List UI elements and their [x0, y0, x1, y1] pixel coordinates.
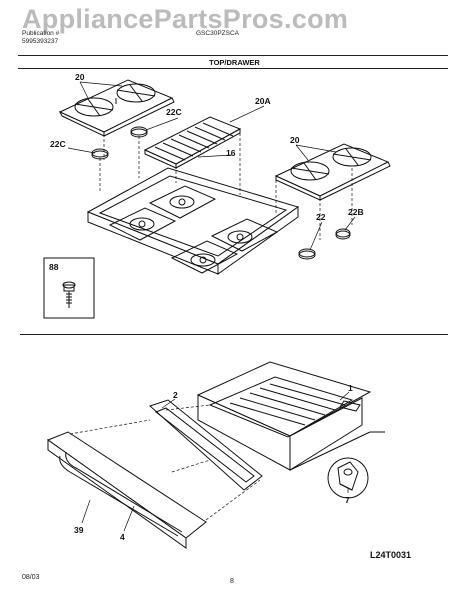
label-20-right: 20 [290, 135, 300, 145]
title-rule [18, 68, 448, 69]
label-39: 39 [74, 525, 84, 535]
footer-page-number: 8 [230, 578, 234, 585]
label-22c-lower: 22C [50, 139, 66, 149]
label-20a: 20A [255, 96, 271, 106]
drawer-body-1 [196, 361, 385, 471]
publication-number: 5995393237 [22, 38, 59, 45]
label-4: 4 [120, 532, 125, 542]
label-16: 16 [226, 148, 236, 158]
burner-cap-22 [298, 250, 316, 260]
burner-cap-22b [335, 230, 351, 240]
header-rule [18, 55, 448, 56]
label-88: 88 [49, 262, 59, 272]
label-22c-upper: 22C [166, 107, 182, 117]
footer-date: 08/03 [22, 574, 40, 581]
burner-cap-22c-upper [130, 128, 148, 138]
section-divider [20, 334, 448, 335]
model-number: GSC30PZSCA [196, 30, 239, 37]
clip-7 [337, 461, 359, 491]
drawer-panel-2 [149, 399, 263, 491]
label-20-left: 20 [75, 72, 85, 82]
section-title: TOP/DRAWER [209, 58, 260, 67]
label-7: 7 [345, 495, 350, 505]
publication-label: Publication # [22, 30, 60, 37]
burner-cap-22c-lower [91, 150, 109, 160]
illustration-code: L24T0031 [370, 550, 412, 560]
label-1: 1 [348, 383, 353, 393]
cooktop-16 [86, 167, 300, 275]
label-22b: 22B [348, 207, 364, 217]
grate-right-pair [274, 143, 391, 201]
label-2: 2 [173, 390, 178, 400]
grate-left-pair [58, 79, 175, 137]
screw-88 [62, 281, 76, 308]
drawer-front-39 [46, 431, 207, 549]
watermark: AppliancePartsPros.com [22, 4, 349, 34]
label-22: 22 [316, 212, 326, 222]
center-grate-20a [143, 116, 242, 169]
